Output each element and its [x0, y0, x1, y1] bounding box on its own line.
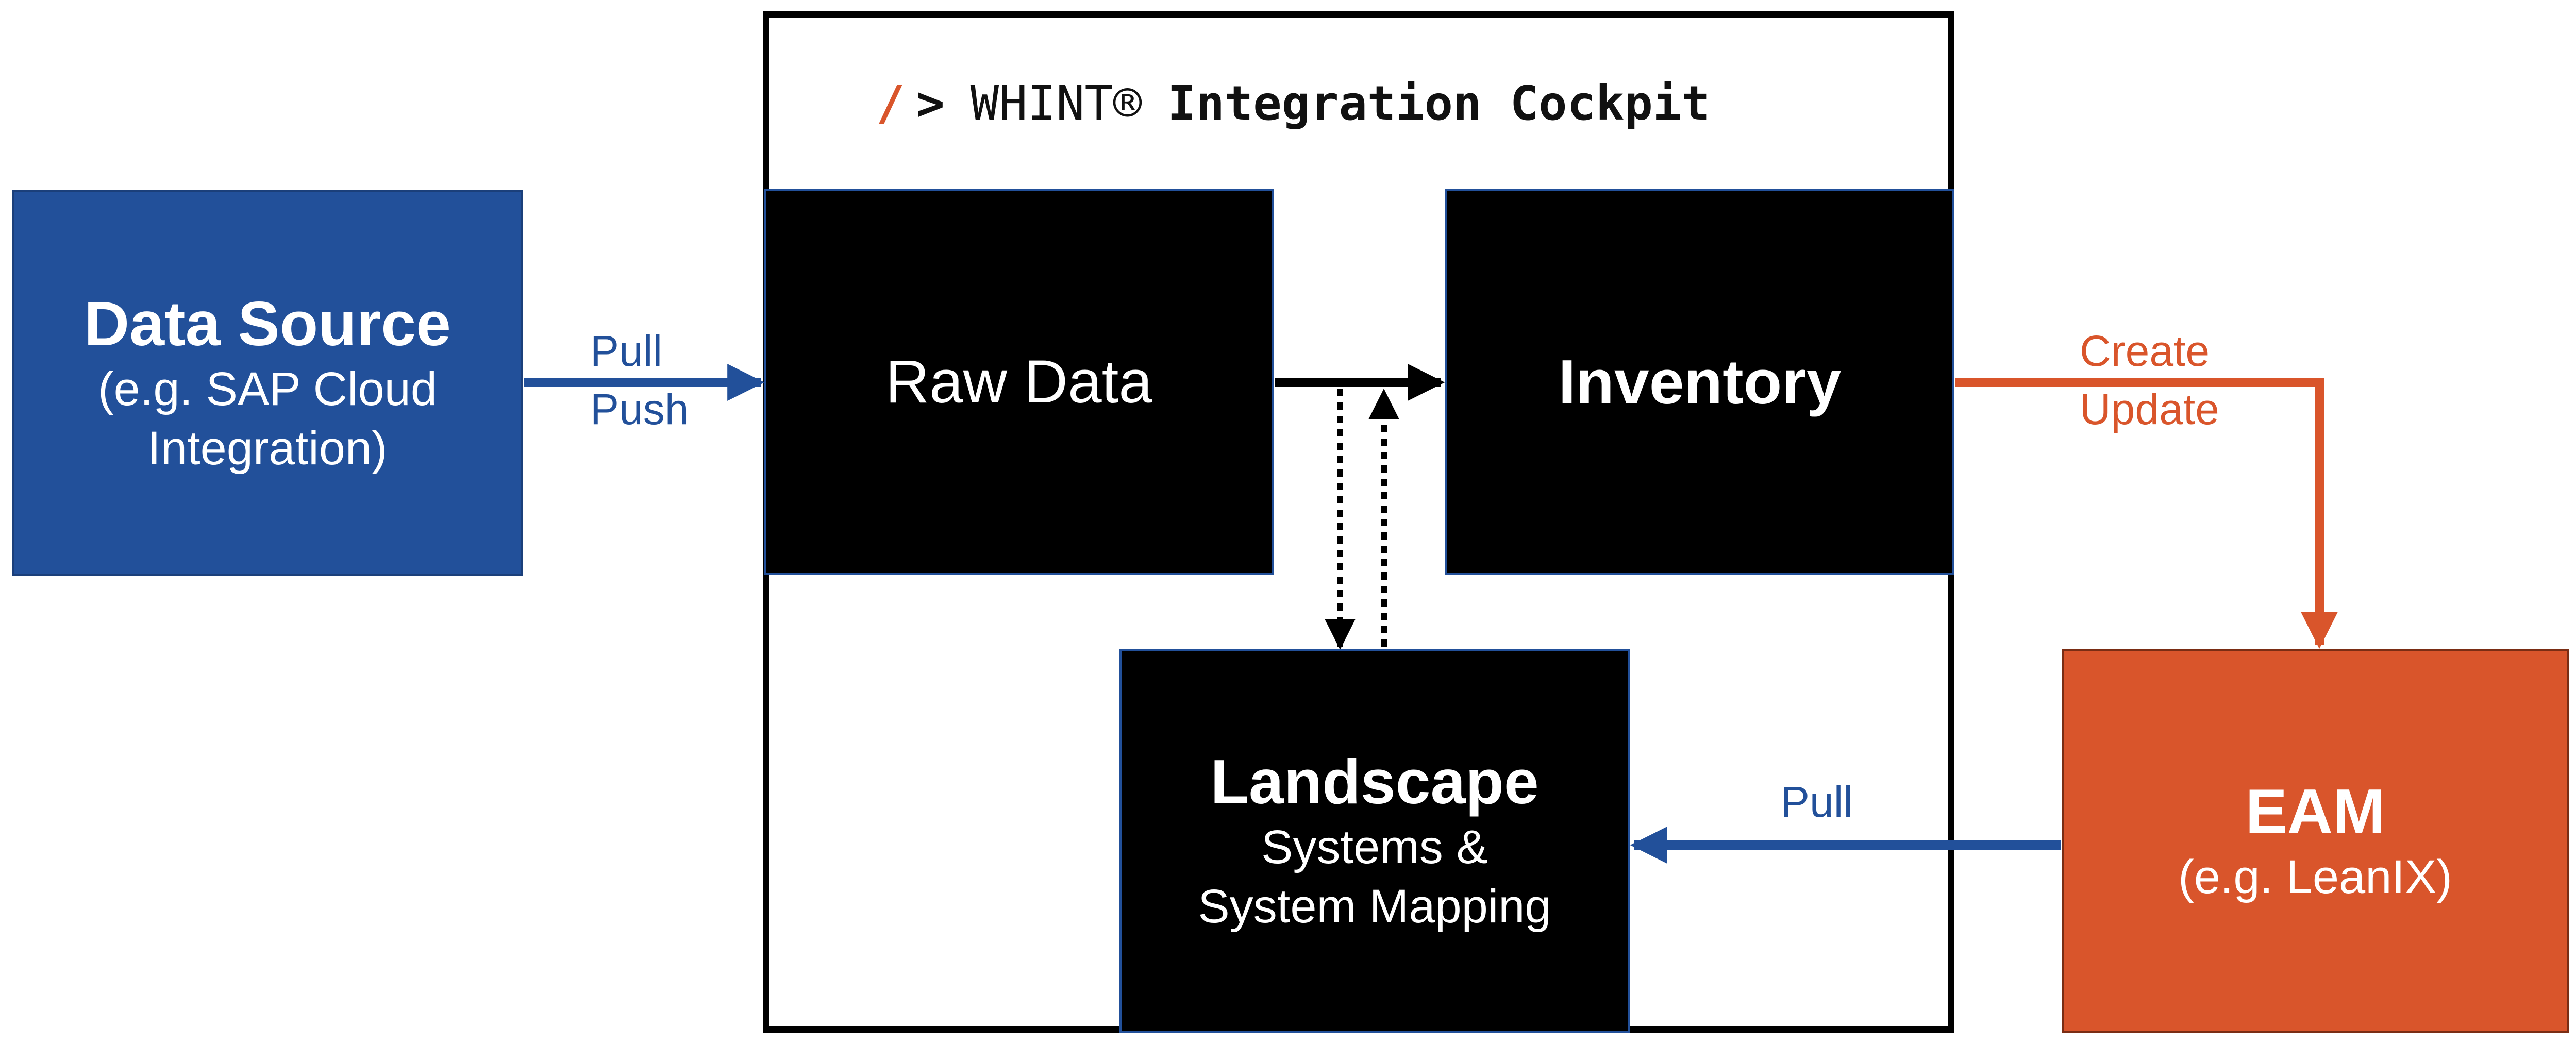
slash-glyph: / — [876, 75, 905, 131]
cockpit-title: / > WHINT® Integration Cockpit — [876, 72, 1710, 134]
cockpit-title-text: Integration Cockpit — [1167, 75, 1710, 131]
inventory-title: Inventory — [1558, 346, 1842, 417]
data-source-subtitle-2: Integration) — [147, 422, 388, 475]
edge-label-eam-to-landscape: Pull — [1781, 778, 1853, 826]
edge-label-inventory-to-eam: Create Update — [2080, 322, 2219, 439]
landscape-title: Landscape — [1210, 746, 1539, 817]
landscape-subtitle-2: System Mapping — [1198, 880, 1551, 933]
raw-data-title: Raw Data — [885, 348, 1153, 416]
inventory-node: Inventory — [1445, 189, 1954, 575]
arrow-inventory-to-eam — [1955, 378, 2338, 649]
edge-label-create: Create — [2080, 327, 2210, 375]
data-source-title: Data Source — [84, 288, 451, 359]
prompt-glyph: > — [916, 75, 945, 131]
data-source-node: Data Source (e.g. SAP Cloud Integration) — [12, 190, 523, 576]
edge-label-pull: Pull — [590, 327, 663, 375]
raw-data-node: Raw Data — [764, 189, 1274, 575]
eam-title: EAM — [2245, 776, 2385, 847]
eam-node: EAM (e.g. LeanIX) — [2062, 649, 2569, 1033]
landscape-subtitle-1: Systems & — [1261, 821, 1488, 874]
edge-label-source-to-raw: Pull Push — [590, 322, 689, 439]
edge-label-update: Update — [2080, 385, 2219, 434]
cockpit-brand: WHINT® — [970, 75, 1142, 131]
edge-label-push: Push — [590, 385, 689, 434]
data-source-subtitle-1: (e.g. SAP Cloud — [97, 363, 437, 416]
landscape-node: Landscape Systems & System Mapping — [1119, 649, 1630, 1033]
eam-subtitle: (e.g. LeanIX) — [2178, 850, 2452, 903]
